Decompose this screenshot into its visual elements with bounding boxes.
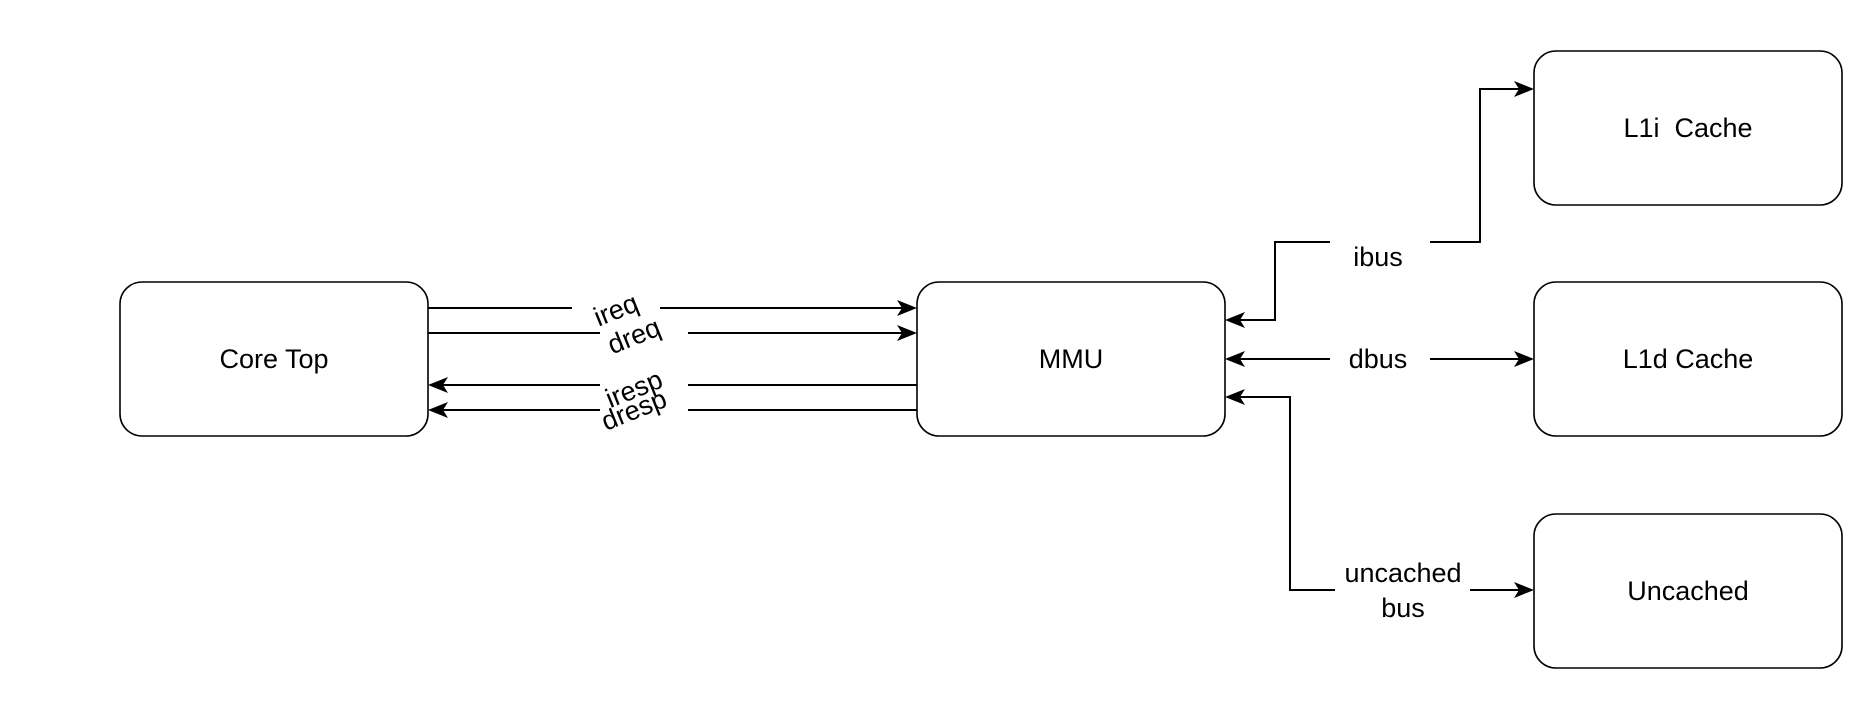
uncached-bus-connection: uncached bus bbox=[1225, 389, 1534, 623]
dbus-label: dbus bbox=[1349, 344, 1408, 374]
uncached-bus-label-line1: uncached bbox=[1344, 558, 1461, 588]
ibus-label: ibus bbox=[1353, 242, 1403, 272]
uncached-bus-label-line2: bus bbox=[1381, 593, 1425, 623]
dreq-arrowhead bbox=[897, 325, 917, 341]
ireq-connection: ireq bbox=[428, 288, 917, 332]
mmu-label: MMU bbox=[1039, 344, 1103, 374]
uncached-label: Uncached bbox=[1627, 576, 1749, 606]
ibus-arrowhead bbox=[1225, 312, 1245, 328]
dbus-connection: dbus bbox=[1225, 344, 1534, 374]
ibus-arrowhead bbox=[1514, 81, 1534, 97]
uncached-bus-arrowhead bbox=[1514, 582, 1534, 598]
uncached-bus-wire-segment bbox=[1240, 396, 1335, 591]
dbus-arrowhead bbox=[1514, 351, 1534, 367]
l1i-cache-block[interactable]: L1i Cache bbox=[1533, 50, 1843, 206]
iresp-arrowhead bbox=[428, 377, 448, 393]
uncached-bus-arrowhead bbox=[1225, 389, 1245, 405]
dresp-arrowhead bbox=[428, 402, 448, 418]
ibus-wire-segment bbox=[1430, 88, 1519, 243]
l1d-cache-label: L1d Cache bbox=[1623, 344, 1754, 374]
mmu-block[interactable]: MMU bbox=[916, 281, 1226, 437]
ibus-wire-segment bbox=[1240, 241, 1330, 321]
uncached-block[interactable]: Uncached bbox=[1533, 513, 1843, 669]
dreq-connection: dreq bbox=[428, 312, 917, 360]
core-top-block[interactable]: Core Top bbox=[119, 281, 429, 437]
iresp-connection: iresp bbox=[428, 364, 917, 414]
core-top-label: Core Top bbox=[219, 344, 328, 374]
dresp-connection: dresp bbox=[428, 383, 917, 437]
dbus-arrowhead bbox=[1225, 351, 1245, 367]
ireq-arrowhead bbox=[897, 300, 917, 316]
l1i-cache-label: L1i Cache bbox=[1623, 113, 1752, 143]
ibus-connection: ibus bbox=[1225, 81, 1534, 328]
l1d-cache-block[interactable]: L1d Cache bbox=[1533, 281, 1843, 437]
